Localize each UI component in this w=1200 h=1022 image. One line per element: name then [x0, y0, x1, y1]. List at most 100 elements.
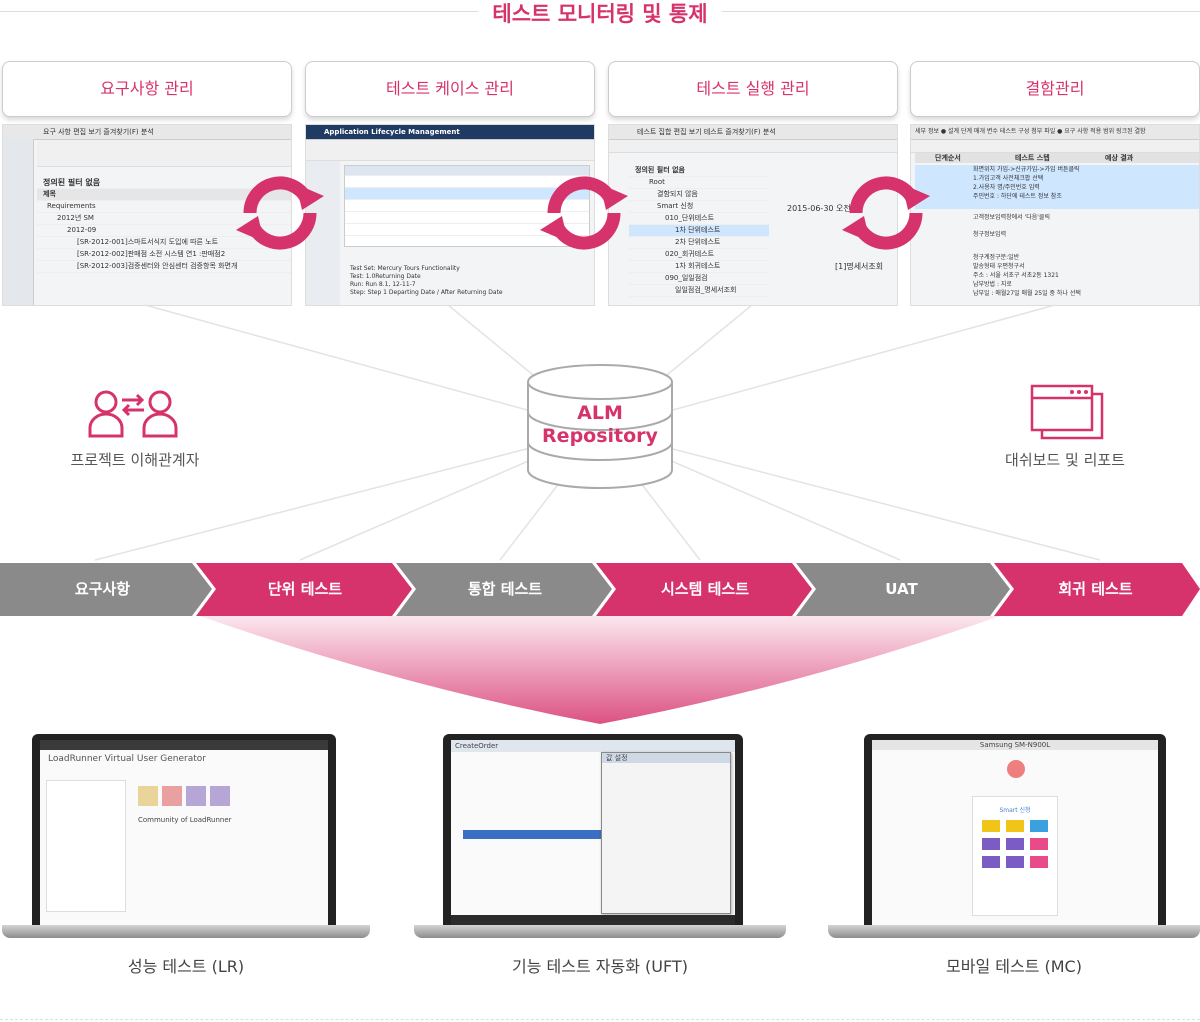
detail-line: Test Set: Mercury Tours Functionality: [350, 265, 460, 272]
refresh-cycle-icon: [236, 176, 324, 250]
tree-item: Smart 신청: [629, 201, 769, 213]
tree-item: Requirements: [37, 201, 291, 213]
step-line: 납부일 : 매월27일 매월 25일 중 하나 선택: [973, 290, 1081, 297]
tree-item: [SR-2012-003]검증센터와 안심센터 검증항목 화면개: [37, 261, 291, 273]
repository-line1: ALM: [577, 402, 623, 424]
detail-line: Test: 1.0Returning Date: [350, 273, 421, 280]
stage-shape: [596, 563, 812, 616]
tree-item: Root: [629, 177, 769, 189]
laptop-lr-screen: LoadRunner Virtual User Generator Commun…: [32, 734, 336, 927]
laptop-mc-base: [828, 925, 1200, 938]
grid-row: [345, 200, 589, 212]
mc-phone: Smart 신청: [972, 796, 1058, 916]
tree-item: 일일점검_명세서조회: [629, 285, 769, 297]
stage-shape: [396, 563, 612, 616]
toolbar: [911, 140, 1199, 153]
stage-system-test: 시스템 테스트: [660, 580, 750, 598]
dashboard-icon: [1030, 384, 1104, 440]
side-nav: [306, 161, 340, 305]
tree-item: 090_일일점검: [629, 273, 769, 285]
lr-tiles: [138, 786, 230, 806]
detail-line: Run: Run 8.1, 12-11-7: [350, 281, 416, 288]
category-requirements: 요구사항 관리: [2, 61, 292, 117]
repository-line2: Repository: [542, 425, 658, 447]
uft-dialog: 값 설정: [601, 752, 731, 914]
stage-integration-test: 통합 테스트: [467, 580, 543, 598]
step-line: 2.사용자 명/주민번호 입력: [973, 184, 1040, 191]
screenshot-defects: 세부 정보 ● 설계 단계 매개 변수 테스트 구성 첨부 파일 ● 요구 사항…: [910, 124, 1200, 306]
tree-item: [SR-2012-002]판매점 소전 시스템 연1 :판매점2: [37, 249, 291, 261]
app-title: Application Lifecycle Management: [306, 125, 594, 140]
col-step-order: 단계순서: [935, 154, 961, 162]
lr-screen-title: LoadRunner Virtual User Generator: [48, 754, 206, 764]
uft-dialog-title: 값 설정: [602, 753, 730, 763]
mc-record-button: [1007, 760, 1025, 778]
mc-screen-title: Samsung SM-N900L: [872, 740, 1158, 750]
stage-unit-test: 단위 테스트: [267, 580, 343, 598]
filter-label: 정의된 필터 없음: [629, 165, 769, 177]
lr-panel: [46, 780, 126, 912]
laptop-lr-base: [2, 925, 370, 938]
grid-row: [345, 176, 589, 188]
laptop-uft-label: 기능 테스트 자동화 (UFT): [512, 957, 688, 976]
dashboard-label: 대쉬보드 및 리포트: [1005, 451, 1125, 469]
step-line: 납부방법 : 지로: [973, 281, 1012, 288]
step-line: 1.가입고객 사전체크팝 선택: [973, 175, 1044, 182]
toolbar: [609, 140, 897, 153]
category-test-execution: 테스트 실행 관리: [608, 61, 898, 117]
funnel-gradient: [200, 616, 1000, 724]
stage-shape: [796, 563, 1010, 616]
refresh-cycle-icon: [842, 176, 930, 250]
tree-item: 010_단위테스트: [629, 213, 769, 225]
alm-repository-label: ALM Repository: [520, 402, 680, 448]
stage-requirements: 요구사항: [74, 580, 131, 598]
footer-divider: [0, 1019, 1200, 1020]
grid-header: [345, 166, 589, 176]
mc-app-grid: [973, 820, 1057, 868]
tree-item: 결함되지 않음: [629, 189, 769, 201]
step-line: 청구정보입력: [973, 231, 1007, 238]
tree-item: 1차 회귀테스트: [629, 261, 769, 273]
refresh-cycle-icon: [540, 176, 628, 250]
step-line: 주소 : 서울 서초구 서초2동 1321: [973, 272, 1059, 279]
uft-selected-row: [463, 830, 603, 839]
stage-shape: [196, 563, 412, 616]
grid-row: [345, 188, 589, 200]
screenshot-requirements: 요구 사항 편집 보기 즐겨찾기(F) 분석 정의된 필터 없음 제목 Requ…: [2, 124, 292, 306]
step-line: 주민번호 : 하단에 테스트 정보 참조: [973, 193, 1062, 200]
tree-item: 2012년 SM: [37, 213, 291, 225]
stage-flow: [0, 563, 1200, 616]
stakeholders-icon: [88, 390, 178, 438]
step-line: 화면위치 가입->신규가입->가입 버튼클릭: [973, 166, 1080, 173]
tree-item: [SR-2012-001]스마트서식지 도입에 따른 노트: [37, 237, 291, 249]
stage-uat: UAT: [885, 580, 918, 598]
filter-label: 정의된 필터 없음: [37, 177, 291, 189]
toolbar: [37, 140, 291, 167]
category-test-cases: 테스트 케이스 관리: [305, 61, 595, 117]
page-title: 테스트 모니터링 및 통제: [0, 0, 1200, 28]
tree-item: 020_회귀테스트: [629, 249, 769, 261]
grid-row: [345, 224, 589, 236]
laptop-uft-base: [414, 925, 786, 938]
lr-screen-sub: Community of LoadRunner: [138, 816, 232, 824]
column-title: 제목: [37, 189, 291, 201]
tab-bar: 세부 정보 ● 설계 단계 매개 변수 테스트 구성 첨부 파일 ● 요구 사항…: [911, 125, 1199, 140]
col-expected: 예상 결과: [1105, 154, 1134, 162]
screenshot-test-execution: 테스트 집합 편집 보기 테스트 즐겨찾기(F) 분석 정의된 필터 없음 Ro…: [608, 124, 898, 306]
detail-line: Step: Step 1 Departing Date / After Retu…: [350, 289, 503, 296]
menu-bar: 요구 사항 편집 보기 즐겨찾기(F) 분석: [3, 125, 291, 140]
window-titlebar: [40, 740, 328, 750]
table-row-selected: [915, 165, 1199, 209]
laptop-lr-label: 성능 테스트 (LR): [127, 957, 245, 976]
stage-shape: [994, 563, 1200, 616]
timeline-date: 2015-06-30 오전 5: [787, 204, 859, 213]
stage-regression-test: 회귀 테스트: [1058, 580, 1133, 598]
uft-screen-title: CreateOrder: [451, 740, 735, 752]
laptop-mc-screen: Samsung SM-N900L Smart 신청: [864, 734, 1166, 927]
database-icon: [527, 364, 673, 489]
grid-row: [345, 212, 589, 224]
side-nav: [3, 139, 34, 305]
stakeholders-label: 프로젝트 이해관계자: [70, 451, 200, 469]
col-test-step: 테스트 스텝: [1015, 154, 1050, 162]
uft-bottom-bar: [451, 915, 735, 927]
